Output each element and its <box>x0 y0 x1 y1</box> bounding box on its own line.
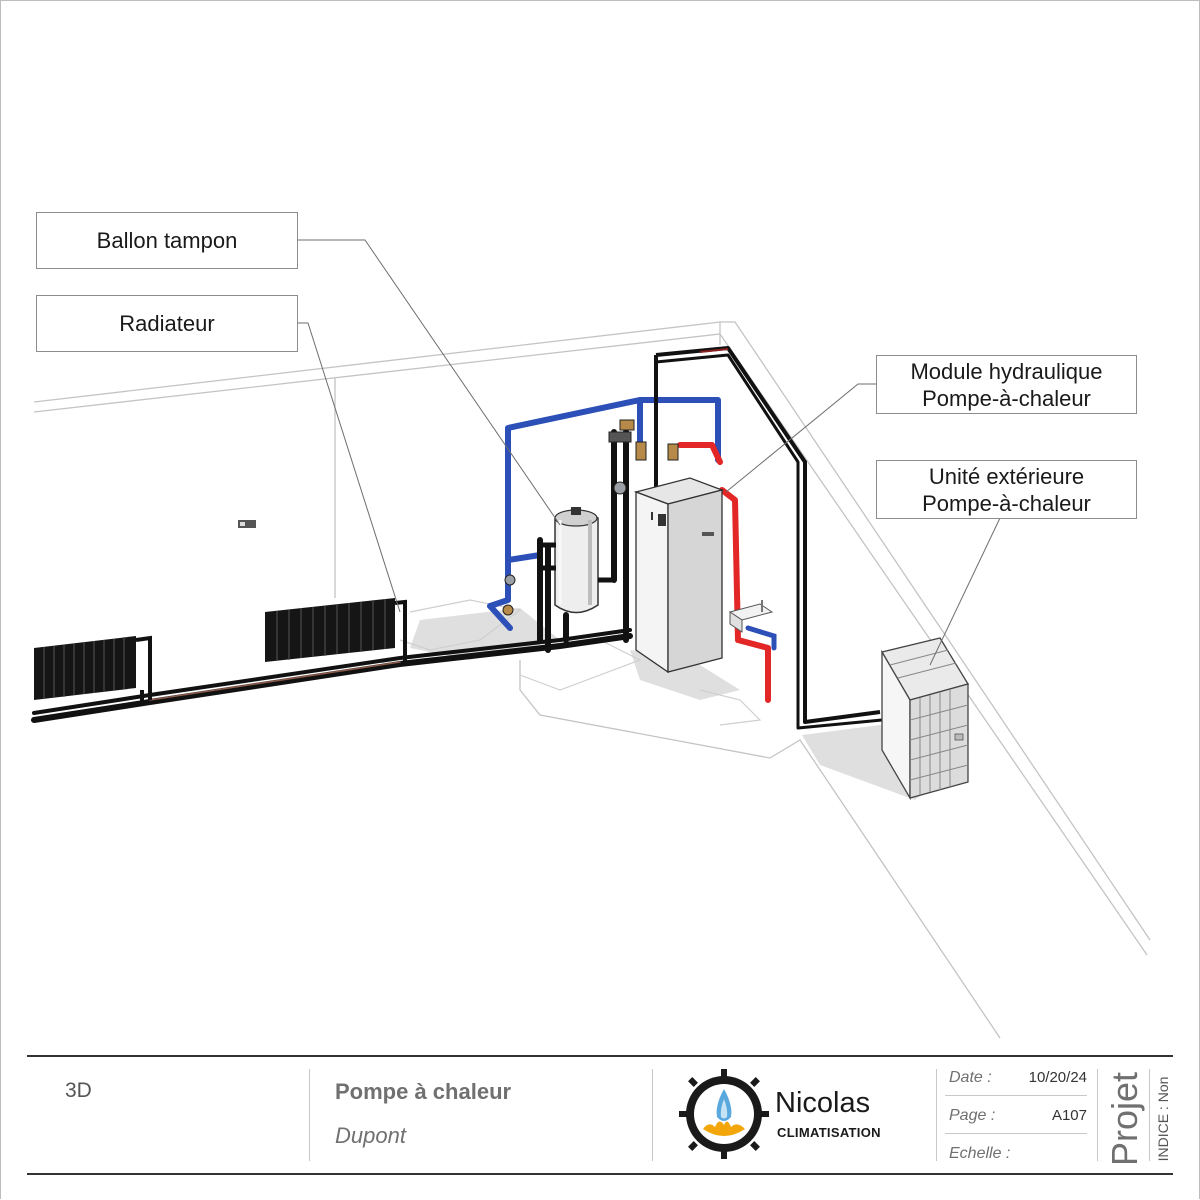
company-logo: Nicolas CLIMATISATION <box>677 1067 907 1163</box>
tank-connections <box>540 542 612 583</box>
client-name: Dupont <box>335 1123 406 1148</box>
callout-module-hydraulique: Module hydraulique Pompe-à-chaleur <box>876 355 1137 414</box>
drawing-title: Pompe à chaleur <box>335 1079 512 1104</box>
title-block-divider <box>652 1069 653 1161</box>
page-label: Page : <box>949 1107 996 1124</box>
hydraulic-module <box>633 477 725 674</box>
main-pipe-run <box>31 628 633 723</box>
title-block-divider <box>936 1069 937 1161</box>
field-divider <box>945 1095 1087 1096</box>
drain-sink <box>728 600 774 633</box>
date-label: Date : <box>949 1069 992 1086</box>
scale-label: Echelle : <box>949 1145 1011 1162</box>
supply-pipe-red <box>677 442 771 703</box>
thermostat-icon <box>238 520 256 528</box>
revision-text: INDICE : Non <box>1155 1076 1171 1162</box>
room-outline <box>33 321 1151 1039</box>
valves <box>502 419 679 616</box>
revision-index: INDICE : Non <box>1151 1069 1175 1169</box>
callout-unite-line1: Unité extérieure <box>928 463 1085 489</box>
leader-lines <box>297 239 1001 666</box>
callout-module-line2: Pompe-à-chaleur <box>922 385 1091 411</box>
status-stamp: Projet <box>1104 1069 1145 1169</box>
outdoor-unit <box>880 637 970 801</box>
date-value: 10/20/24 <box>1028 1069 1087 1086</box>
radiator-middle <box>265 598 407 662</box>
title-block-divider <box>1097 1069 1098 1161</box>
callout-unite-line2: Pompe-à-chaleur <box>922 490 1091 516</box>
page-value: A107 <box>1051 1107 1087 1124</box>
callout-radiateur-text: Radiateur <box>119 311 215 336</box>
status-text: Projet <box>1104 1071 1145 1167</box>
title-block-divider <box>309 1069 310 1161</box>
callout-module-line1: Module hydraulique <box>910 358 1103 384</box>
callout-radiateur: Radiateur <box>36 295 298 352</box>
callout-unite-exterieure: Unité extérieure Pompe-à-chaleur <box>876 460 1137 519</box>
gear-flame-logo-icon <box>679 1069 769 1159</box>
logo-subtitle: CLIMATISATION <box>777 1125 881 1140</box>
supply-pipe-blue-lower <box>745 625 777 651</box>
tank-riser-pipes <box>537 429 629 653</box>
buffer-tank <box>554 507 599 614</box>
logo-name: Nicolas <box>775 1087 871 1119</box>
callout-ballon-tampon: Ballon tampon <box>36 212 298 269</box>
isometric-drawing <box>31 239 1151 1039</box>
radiator-left <box>34 635 152 705</box>
view-name: 3D <box>65 1079 92 1102</box>
field-divider <box>945 1133 1087 1134</box>
title-block: 3D Pompe à chaleur Dupont Nicolas <box>27 1055 1173 1175</box>
title-block-divider <box>1149 1069 1150 1161</box>
callout-ballon-text: Ballon tampon <box>96 228 238 253</box>
